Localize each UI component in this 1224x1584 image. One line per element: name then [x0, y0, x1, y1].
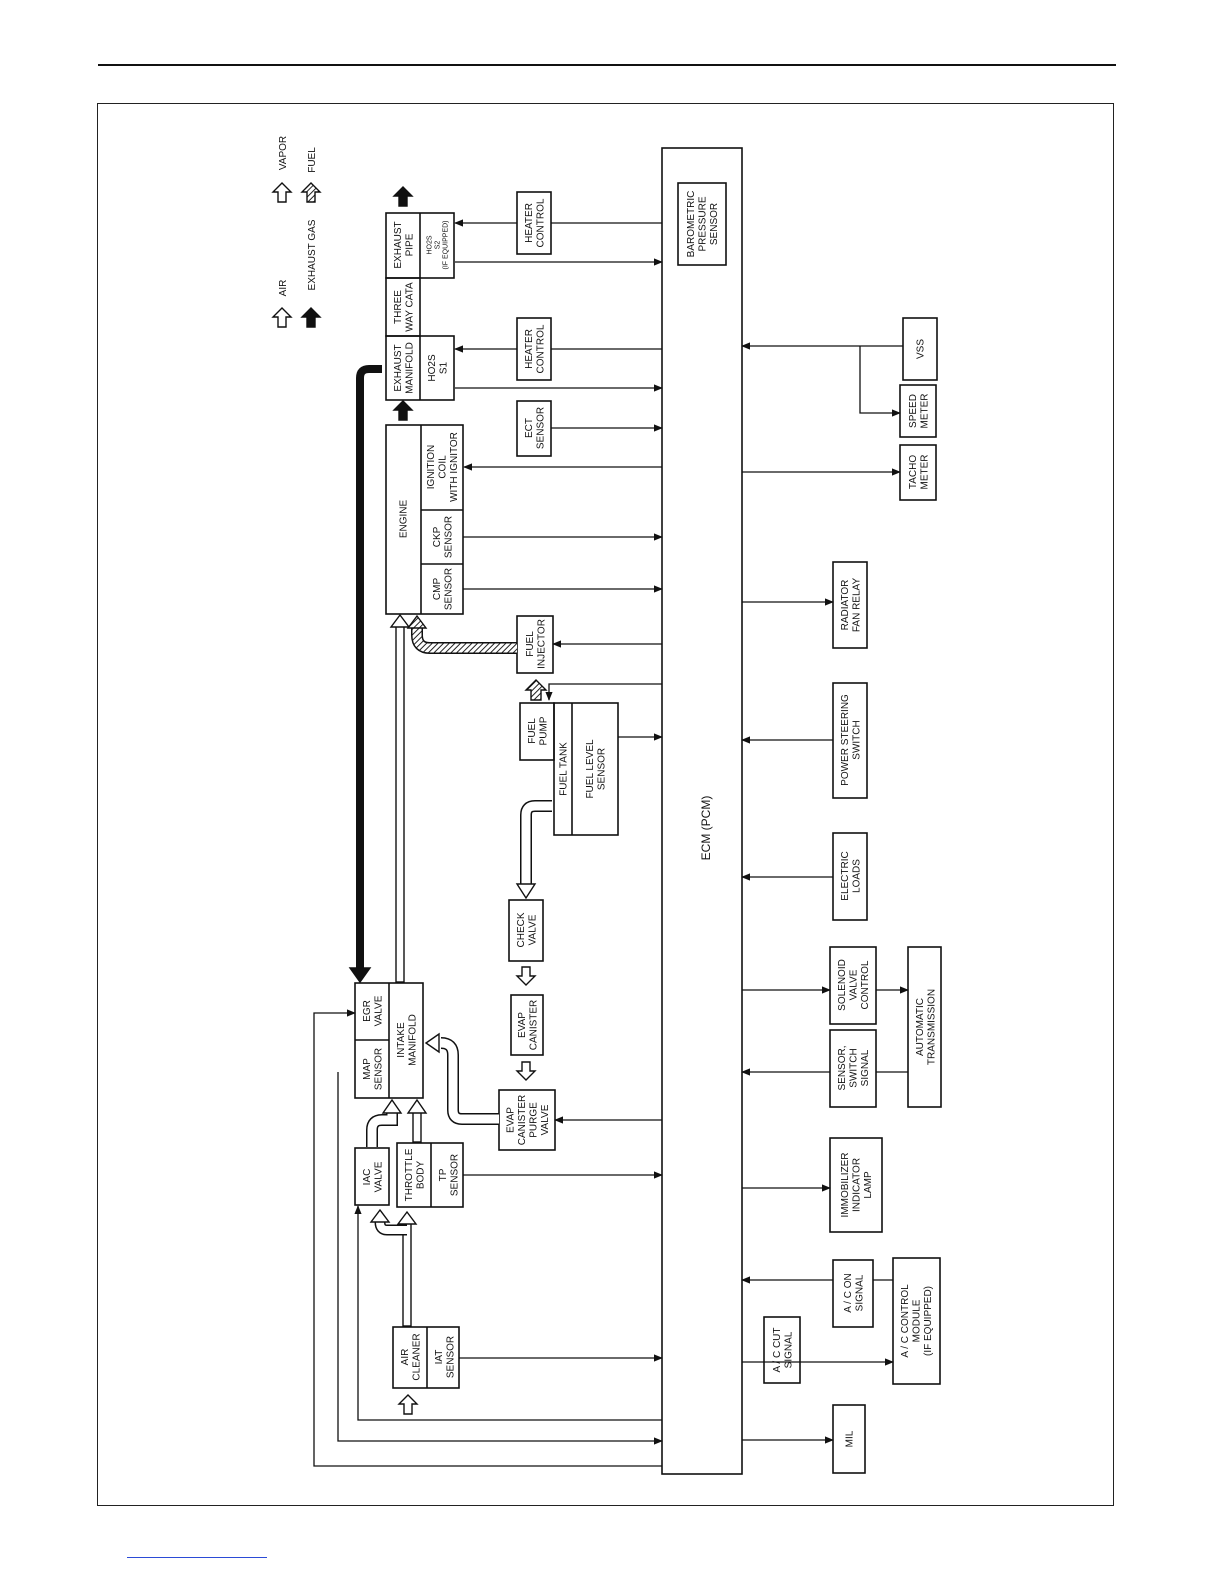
speed-meter-label: SPEEDMETER: [908, 394, 931, 429]
iac-valve-box: [354, 1147, 390, 1206]
check-valve-box: [508, 899, 544, 962]
exhaust-manifold-label: EXHAUSTMANIFOLD: [393, 342, 416, 394]
mil-label: MIL: [845, 1430, 856, 1447]
tacho-meter-label: TACHOMETER: [908, 455, 931, 490]
fuel-tank-label: FUEL TANK: [559, 742, 570, 796]
vapor-path: [521, 801, 552, 885]
ho2s-s1-label: HO2SS1: [427, 354, 450, 382]
footer-link-rule: [127, 1557, 267, 1558]
automatic-transmission-label: AUTOMATICTRANSMISSION: [915, 989, 938, 1065]
air-intake-arrow: [397, 1394, 419, 1415]
iat-sensor-label: IATSENSOR: [434, 1336, 457, 1378]
tp-sensor-label: TPSENSOR: [438, 1154, 461, 1196]
fuel-injection-path: [412, 626, 517, 653]
wire-fuel-pump: [545, 683, 662, 701]
intake-to-engine-air-path: [395, 625, 405, 983]
heater-control-2-label: HEATERCONTROL: [524, 324, 547, 373]
evap-purge-valve-label: EVAPCANISTERPURGEVALVE: [505, 1095, 551, 1146]
legend-air-label: AIR: [278, 280, 289, 297]
vss-label: VSS: [916, 339, 927, 359]
ac-control-module-label: A / C CONTROLMODULE(IF EQUIPPED): [900, 1284, 934, 1358]
evap-canister-label: EVAPCANISTER: [517, 1000, 540, 1051]
fuel-level-label: FUEL LEVELSENSOR: [585, 739, 608, 799]
header-rule: [98, 64, 1116, 66]
three-way-cata-label: THREEWAY CATA: [393, 282, 416, 332]
purge-to-intake-arrowhead: [424, 1032, 440, 1054]
egr-exhaust-path: [356, 365, 382, 970]
legend-fuel-label: FUEL: [307, 147, 318, 173]
fuel-pump-label: FUELPUMP: [527, 716, 550, 745]
ckp-sensor-label: CKPSENSOR: [432, 516, 455, 558]
engine-exhaust-arrow: [392, 400, 414, 421]
ac-cut-signal-label: A / C CUTSIGNAL: [772, 1327, 795, 1372]
throttle-body-label: THROTTLEBODY: [404, 1148, 427, 1201]
fuel-tank-box: [553, 702, 619, 836]
radiator-fan-relay-label: RADIATORFAN RELAY: [840, 578, 863, 633]
purge-to-intake-path: [440, 1038, 499, 1124]
intake-manifold-label: INTAKEMANIFOLD: [396, 1014, 419, 1066]
ho2s-s2-label: HO2SS2(IF EQUIPPED): [426, 220, 449, 269]
solenoid-valve-box: [829, 946, 877, 1025]
legend-air-arrow: [271, 307, 293, 328]
wire-vss-speed: [859, 346, 901, 417]
ect-sensor-label: ECTSENSOR: [524, 407, 547, 449]
wire-map: [337, 1072, 663, 1445]
canister-to-purge-arrow: [515, 1061, 537, 1081]
exhaust-pipe-label: EXHAUSTPIPE: [393, 221, 416, 268]
legend-vapor-arrow: [271, 182, 293, 203]
immobilizer-lamp-label: IMMOBILIZERINDICATORLAMP: [840, 1152, 874, 1217]
air-to-throttle-arrowhead: [396, 1210, 418, 1225]
ecm-label: ECM (PCM): [699, 796, 713, 861]
barometric-label: BAROMETRICPRESSURESENSOR: [686, 191, 720, 258]
intake-to-engine-arrowhead: [389, 613, 411, 628]
engine-label: ENGINE: [399, 500, 410, 539]
air-cleaner-label: AIRCLEANER: [400, 1333, 423, 1380]
air-to-iac-arrowhead: [369, 1208, 391, 1223]
iac-valve-label: IACVALVE: [362, 1161, 385, 1192]
sensor-switch-signal-label: SENSOR,SWITCHSIGNAL: [837, 1045, 871, 1090]
egr-valve-label: EGRVALVE: [362, 995, 385, 1026]
barometric-box: [677, 182, 727, 266]
wire-iac: [354, 1205, 662, 1421]
air-cleaner-up-path: [402, 1221, 412, 1327]
check-to-canister-arrow: [515, 966, 537, 986]
legend-fuel-arrow: [300, 182, 322, 203]
iac-to-intake-arrowhead: [381, 1098, 403, 1114]
ecm-box: [661, 147, 743, 1475]
heater-control-1-label: HEATERCONTROL: [524, 198, 547, 247]
check-valve-label: CHECKVALVE: [516, 912, 539, 947]
legend-vapor-label: VAPOR: [278, 136, 289, 170]
vapor-to-check-valve-arrowhead: [515, 883, 537, 900]
exhaust-out-arrow: [392, 186, 414, 207]
cmp-sensor-label: CMPSENSOR: [432, 568, 455, 610]
vss-box: [902, 317, 938, 381]
fuel-pump-to-injector-arrow: [524, 679, 548, 701]
egr-exhaust-arrowhead: [348, 967, 372, 984]
ac-control-module-box: [892, 1257, 941, 1385]
electric-loads-label: ELECTRICLOADS: [840, 851, 863, 900]
map-sensor-label: MAPSENSOR: [362, 1048, 385, 1090]
throttle-to-intake-arrowhead: [406, 1098, 428, 1114]
fuel-injector-label: FUELINJECTOR: [525, 619, 548, 669]
ac-on-signal-label: A / C ONSIGNAL: [843, 1273, 866, 1312]
throttle-to-intake-path: [412, 1111, 422, 1143]
legend-exhaust-label: EXHAUST GAS: [307, 219, 318, 290]
iac-to-intake-path: [367, 1112, 397, 1147]
wire-egr: [313, 1009, 662, 1467]
engine-box: [385, 424, 464, 615]
ac-on-signal-box: [832, 1259, 874, 1328]
evap-canister-box: [510, 994, 544, 1056]
fuel-injection-arrowhead: [406, 614, 428, 629]
solenoid-valve-label: SOLENOIDVALVECONTROL: [837, 959, 871, 1011]
diagram-frame: [97, 103, 1114, 1506]
power-steering-label: POWER STEERINGSWITCH: [840, 694, 863, 786]
sensor-switch-signal-box: [829, 1029, 877, 1108]
automatic-transmission-box: [907, 946, 942, 1108]
ignition-coil-label: IGNITIONCOILWITH IGNITOR: [426, 432, 460, 502]
ac-cut-signal-box: [763, 1316, 801, 1384]
legend-exhaust-arrow: [300, 307, 322, 328]
